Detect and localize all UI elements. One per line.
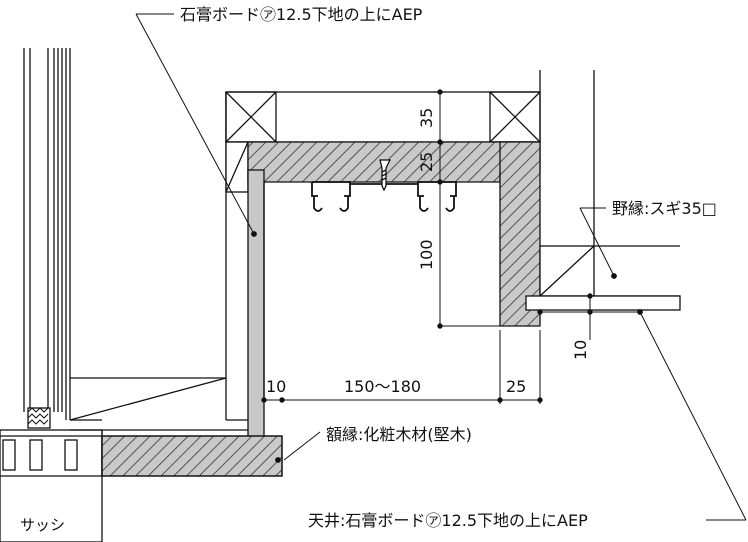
dim-25-horizontal: 25 [506,377,526,396]
sash-label: サッシ [20,516,65,534]
dim-150-180: 150〜180 [344,377,421,396]
callout-gypsum-wall: 石膏ボード㋐12.5下地の上にAEP [180,5,423,24]
gypsum-board-wall [247,169,265,445]
callout-ceiling: 天井:石膏ボード㋐12.5下地の上にAEP [308,511,588,530]
ceiling-joist [539,70,680,297]
sash-frame [0,407,103,542]
curtain-box-side [499,141,541,327]
wall-lines [69,92,248,431]
dimension-lines [261,89,640,404]
dim-25-vertical: 25 [417,152,436,172]
left-blocking [225,141,249,193]
curtain-box-top [247,141,541,183]
callout-casing: 額縁:化粧木材(堅木) [326,425,472,444]
screw-icon [379,159,392,192]
leader-lines [135,13,747,521]
dim-35: 35 [417,108,436,128]
dim-100: 100 [417,239,436,270]
dim-10-horizontal: 10 [266,377,286,396]
ceiling-framing [225,91,541,143]
casing-sill [101,435,283,477]
callout-ceiling-joist: 野縁:スギ35□ [612,199,717,218]
ceiling-board [525,295,681,311]
dim-10-vertical: 10 [571,340,590,360]
window-frame [23,48,71,420]
